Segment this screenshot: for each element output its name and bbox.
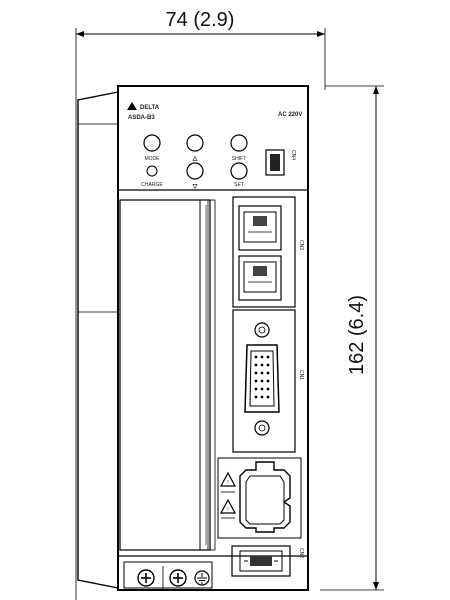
charge-led xyxy=(146,165,158,177)
width-dimension: 74 (2.9) xyxy=(75,9,326,600)
warning-triangle-icon xyxy=(219,498,237,514)
up-arrow-icon: △ xyxy=(192,155,198,162)
set-button[interactable] xyxy=(230,162,248,180)
svg-text:!: ! xyxy=(227,480,228,486)
shift-button[interactable] xyxy=(230,134,248,152)
cn2-encoder-connector[interactable]: CN2 xyxy=(231,545,304,577)
cn1-io-connector[interactable]: CN1 xyxy=(244,322,304,436)
height-dimension: 162 (6.4) xyxy=(320,85,384,591)
cn3-label: CN3 xyxy=(298,240,304,250)
terminal-block xyxy=(123,561,213,590)
brand-label: DELTA xyxy=(140,105,160,111)
cn4-usb-port[interactable]: CN4 xyxy=(265,149,296,176)
panel-header: DELTA ASDA-B3 AC 220V xyxy=(127,102,302,121)
cn1-pins xyxy=(254,355,270,399)
warning-triangle-icon xyxy=(219,471,237,487)
up-button[interactable] xyxy=(186,134,204,152)
mode-label: MODE xyxy=(145,156,161,162)
down-arrow-icon: ▽ xyxy=(192,184,198,190)
drive-body xyxy=(117,85,309,591)
model-label: ASDA-B3 xyxy=(128,115,155,121)
cn4-label: CN4 xyxy=(290,150,296,160)
power-label: AC 220V xyxy=(278,112,302,118)
mode-button[interactable] xyxy=(143,134,161,152)
ground-icon xyxy=(194,570,210,586)
width-dimension-label: 74 (2.9) xyxy=(166,9,235,31)
screw-terminal-icon xyxy=(169,569,187,587)
cn1-label: CN1 xyxy=(298,370,304,380)
heat-sink xyxy=(77,91,119,589)
cn3-ethernet-ports[interactable]: CN3 xyxy=(238,205,304,301)
screw-terminal-icon xyxy=(137,569,155,587)
down-button[interactable] xyxy=(186,162,204,180)
svg-text:!: ! xyxy=(227,507,228,513)
delta-logo-icon xyxy=(127,102,137,110)
keypad: MODE △ SHIFT CHARGE ▽ SET xyxy=(141,134,248,190)
shift-label: SHIFT xyxy=(232,156,246,162)
height-dimension-label: 162 (6.4) xyxy=(346,295,368,375)
set-label: SET xyxy=(234,182,244,188)
charge-label: CHARGE xyxy=(141,182,163,188)
cn2-label: CN2 xyxy=(298,548,304,558)
power-connector: ! ! xyxy=(219,461,291,533)
